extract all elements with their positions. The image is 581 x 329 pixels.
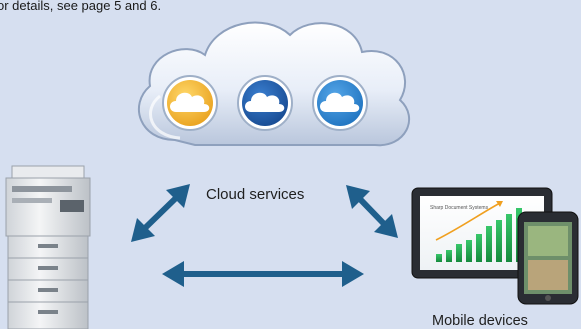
cloud-services-label: Cloud services: [206, 186, 305, 203]
cloud-service-icon-lightblue: [312, 75, 368, 131]
tablet-chart-title: Sharp Document Systems: [430, 205, 489, 211]
arrow-icon: [131, 184, 398, 287]
cloud-service-icon-yellow: [162, 75, 218, 131]
smartphone-icon: [517, 211, 579, 305]
cloud-service-icon-blue: [237, 75, 293, 131]
copier-icon: [5, 165, 91, 329]
caption-text: or details, see page 5 and 6.: [0, 0, 162, 13]
mobile-devices-label: Mobile devices: [432, 313, 528, 329]
